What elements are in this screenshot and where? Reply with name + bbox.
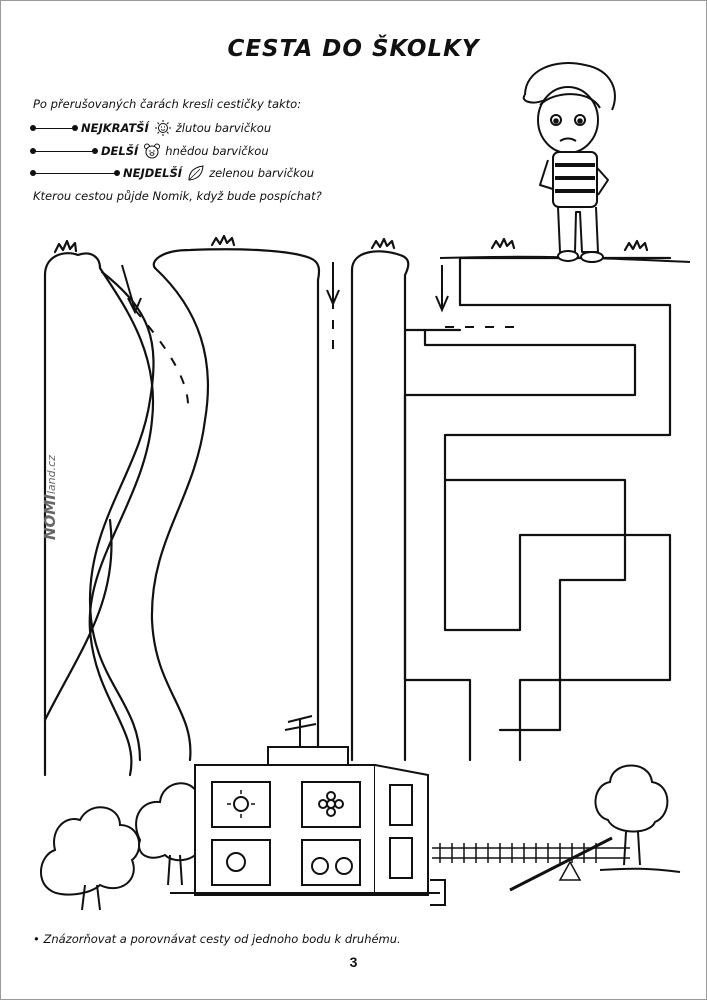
left-column: [43, 239, 155, 777]
nomiland-watermark: NOMIland.cz: [40, 430, 60, 540]
arrow-icons: [121, 262, 449, 315]
legend-label: DELŠÍ: [101, 144, 139, 158]
maze-path: [403, 237, 672, 762]
legend-label: NEJKRATŠÍ: [81, 121, 149, 135]
arrow-down-icon: [326, 262, 340, 307]
legend-row-longer: DELŠÍ hnědou barvičkou: [30, 142, 269, 160]
arrow-down-icon: [121, 264, 142, 315]
dashed-hints: [134, 300, 520, 411]
bear-icon: [144, 143, 161, 159]
sun-icon: [154, 120, 171, 136]
tree-illustration: [40, 782, 214, 911]
legend-row-shortest: NEJKRATŠÍ žlutou barvičkou: [30, 119, 272, 137]
brand-bold: NOMI: [41, 494, 59, 540]
legend-line-medium: [30, 147, 98, 154]
instruction-text: Po přerušovaných čarách kresli cestičky …: [33, 97, 302, 111]
leaf-icon: [188, 165, 204, 181]
legend-color-text: hnědou barvičkou: [165, 144, 269, 158]
question-text: Kterou cestou půjde Nomik, když bude pos…: [33, 189, 322, 203]
kindergarten-building: [170, 715, 446, 906]
legend-line-short: [30, 124, 78, 131]
page-title: CESTA DO ŠKOLKY: [227, 36, 480, 62]
legend-row-longest: NEJDELŠÍ zelenou barvičkou: [30, 164, 315, 182]
playground: [432, 764, 681, 892]
page-number: 3: [349, 954, 358, 970]
legend-line-long: [30, 169, 120, 176]
legend-label: NEJDELŠÍ: [123, 166, 183, 180]
winding-road: [88, 248, 321, 762]
legend-color-text: zelenou barvičkou: [209, 166, 315, 180]
legend-color-text: žlutou barvičkou: [175, 121, 272, 135]
boy-illustration: [522, 62, 616, 263]
brand-rest: land.cz: [45, 455, 58, 495]
footnote-text: • Znázorňovat a porovnávat cesty od jedn…: [33, 932, 401, 946]
straight-path: [210, 234, 410, 762]
arrow-down-icon: [435, 265, 449, 313]
